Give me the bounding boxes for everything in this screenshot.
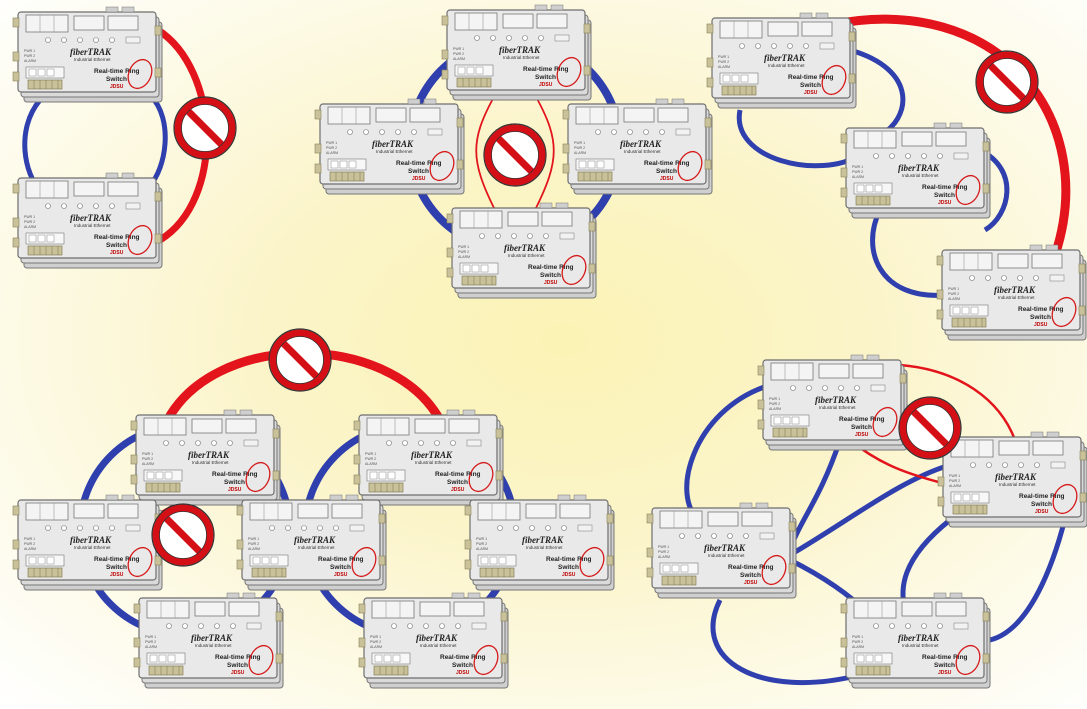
ring-switch bbox=[353, 409, 504, 506]
redundant-link bbox=[736, 109, 862, 169]
blocked-link bbox=[475, 94, 496, 211]
ring-switch bbox=[12, 172, 163, 269]
ring-switch bbox=[562, 98, 713, 195]
prohibited-sign-icon bbox=[152, 504, 214, 566]
prohibited-sign-icon bbox=[899, 397, 961, 459]
redundant-link bbox=[978, 147, 1010, 233]
ring-switch bbox=[358, 592, 509, 689]
topology-four-switch-ring bbox=[314, 4, 713, 299]
ring-switch bbox=[236, 494, 387, 591]
blocked-link bbox=[534, 94, 555, 211]
ring-switch bbox=[446, 202, 597, 299]
redundant-link bbox=[710, 598, 861, 686]
ring-switch bbox=[441, 4, 592, 101]
topology-meshed-ring bbox=[646, 354, 1087, 689]
ring-switch bbox=[936, 244, 1087, 341]
redundant-link bbox=[22, 98, 42, 192]
ring-switch bbox=[12, 494, 163, 591]
redundant-link bbox=[684, 382, 771, 523]
ring-switch bbox=[130, 409, 281, 506]
redundant-link bbox=[870, 208, 946, 298]
ring-switch bbox=[840, 122, 991, 219]
ring-switch bbox=[646, 502, 797, 599]
topology-three-switch-ring bbox=[706, 12, 1087, 341]
prohibited-sign-icon bbox=[484, 124, 546, 186]
blocked-link bbox=[899, 363, 1017, 441]
prohibited-sign-icon bbox=[269, 329, 331, 391]
ring-switch bbox=[314, 98, 465, 195]
redundant-link bbox=[788, 462, 951, 558]
ring-switch bbox=[757, 354, 908, 451]
ring-switch bbox=[464, 494, 615, 591]
topology-dual-ring bbox=[12, 6, 236, 269]
ring-switch bbox=[133, 592, 284, 689]
redundant-link bbox=[849, 47, 906, 138]
prohibited-sign-icon bbox=[174, 97, 236, 159]
ring-switch bbox=[706, 12, 857, 109]
ring-switch bbox=[840, 592, 991, 689]
ring-switch bbox=[937, 431, 1087, 528]
ring-switch bbox=[12, 6, 163, 103]
redundant-link bbox=[148, 93, 168, 187]
topology-coupled-rings bbox=[12, 329, 615, 689]
redundant-link bbox=[787, 439, 843, 551]
prohibited-sign-icon bbox=[976, 51, 1038, 113]
